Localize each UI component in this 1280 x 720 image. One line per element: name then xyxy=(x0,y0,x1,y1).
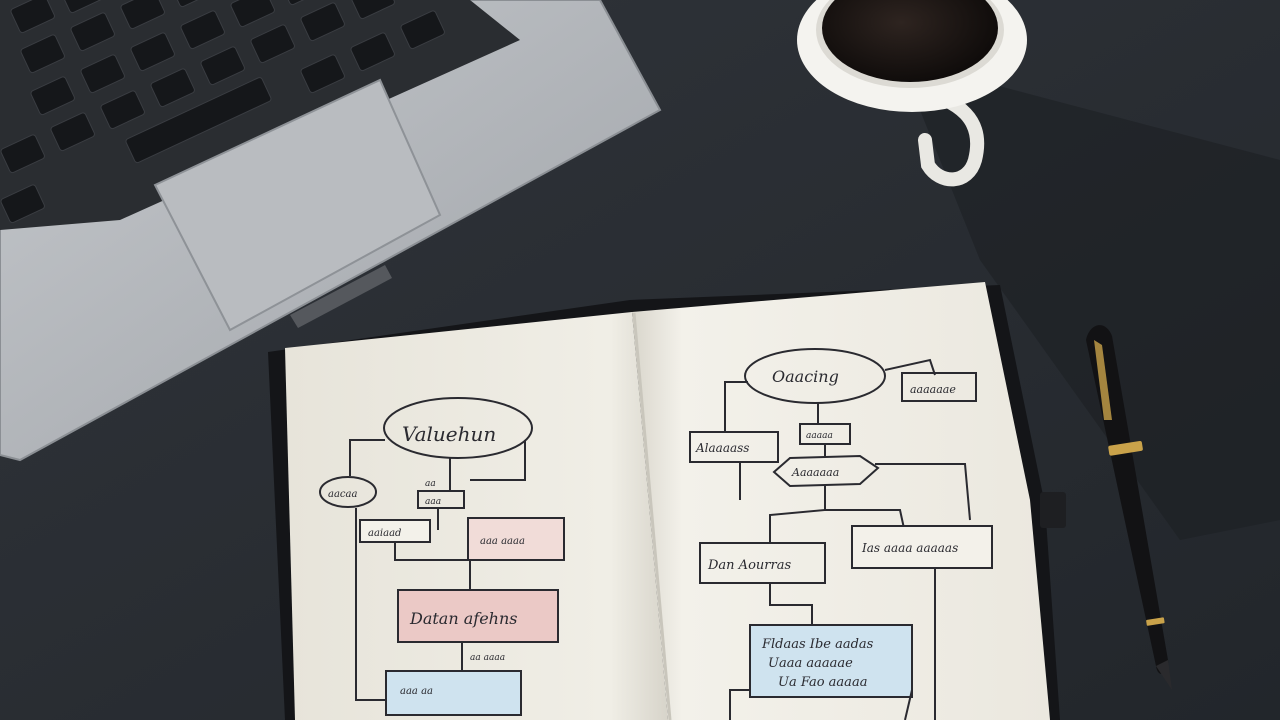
right-page xyxy=(632,282,1050,720)
page-gutter xyxy=(632,312,672,720)
right-top-node: Oaacing xyxy=(772,367,839,386)
left-caption: aa aaaa xyxy=(470,653,505,663)
cup-shadow xyxy=(900,60,1280,540)
mid-left-box-label: Dan Aourras xyxy=(707,558,791,573)
coffee-liquid xyxy=(822,0,998,82)
blue-line-1: Fldaas Ibe aadas xyxy=(761,637,874,652)
coffee-cup xyxy=(797,0,1027,187)
pen-band xyxy=(1108,440,1143,456)
left-top-node: Valuehun xyxy=(402,422,496,446)
laptop-trackpad xyxy=(153,78,442,332)
fountain-pen xyxy=(1086,325,1172,690)
mid-right-box-label: Ias aaaa aaaaas xyxy=(861,541,958,555)
right-box-label: aaa aaaa xyxy=(480,536,525,547)
left-box-label: aaiaad xyxy=(368,528,401,539)
laptop-notch xyxy=(290,265,392,328)
left-small-b: aaa xyxy=(425,497,441,507)
right-flowchart xyxy=(689,348,993,720)
laptop xyxy=(0,0,662,462)
right-flowchart-labels: Oaacing aaaaaae Alaaaass aaaaa Aaaaaaa D… xyxy=(695,367,958,690)
pink-box-label: Datan afehns xyxy=(409,609,517,628)
hex-node-label: Aaaaaaa xyxy=(791,466,839,479)
right-small-top: aaaaa xyxy=(806,431,833,441)
left-flowchart-labels: Valuehun aacaa aa aaa aaiaad aaa aaaa Da… xyxy=(328,422,525,697)
keyboard-keys xyxy=(0,0,445,224)
left-page xyxy=(285,312,668,720)
left-side-node: aacaa xyxy=(328,489,357,500)
left-small-a: aa xyxy=(425,479,436,489)
blue-line-3: Ua Fao aaaaa xyxy=(778,675,867,690)
notebook xyxy=(268,282,1066,720)
left-flowchart xyxy=(319,397,565,716)
blue-box-label: aaa aa xyxy=(400,686,433,697)
top-right-box-label: aaaaaae xyxy=(910,383,956,396)
blue-line-2: Uaaa aaaaae xyxy=(768,656,853,671)
right-left-box-label: Alaaaass xyxy=(695,441,749,455)
bookmark-tab xyxy=(1040,492,1066,528)
